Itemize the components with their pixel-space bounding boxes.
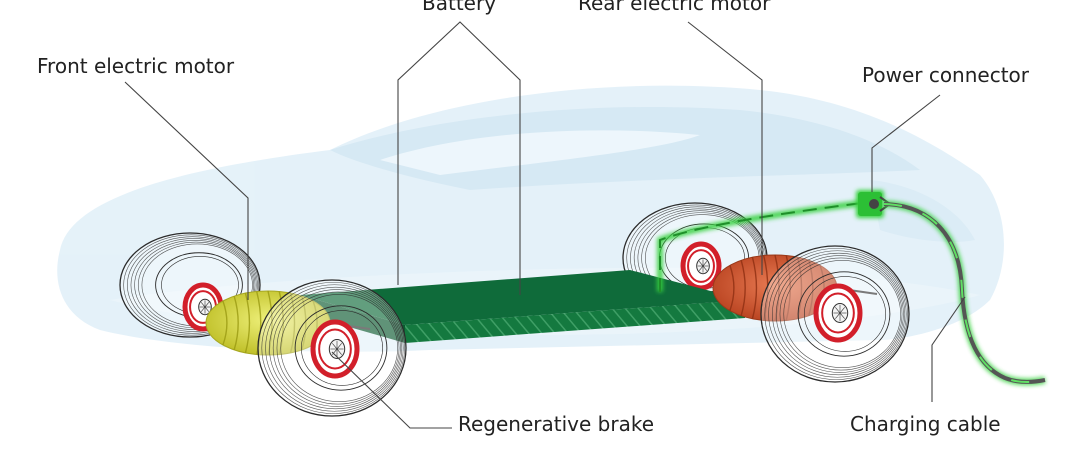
- label-front-electric-motor: Front electric motor: [37, 54, 235, 78]
- leader-line-regenerative-brake: [331, 351, 452, 429]
- label-regenerative-brake: Regenerative brake: [458, 412, 655, 436]
- brake-disc-rear-left: [680, 241, 722, 291]
- battery-pack: [300, 270, 745, 343]
- label-charging-cable: Charging cable: [850, 412, 1001, 436]
- leader-line-charging-cable: [931, 296, 966, 402]
- leader-line-front-motor: [124, 81, 249, 300]
- brake-disc-rear-right: [813, 283, 863, 343]
- brake-disc-front-right: [310, 319, 360, 379]
- high-voltage-line: [657, 199, 871, 292]
- label-battery: Battery: [422, 0, 497, 15]
- power-connector: [856, 190, 892, 218]
- label-rear-electric-motor: Rear electric motor: [578, 0, 771, 15]
- label-power-connector: Power connector: [862, 63, 1030, 87]
- charging-cable: [883, 200, 1046, 386]
- leader-line-rear-motor: [687, 21, 763, 275]
- leader-line-power-connector: [871, 94, 941, 192]
- leader-line-battery: [397, 21, 521, 295]
